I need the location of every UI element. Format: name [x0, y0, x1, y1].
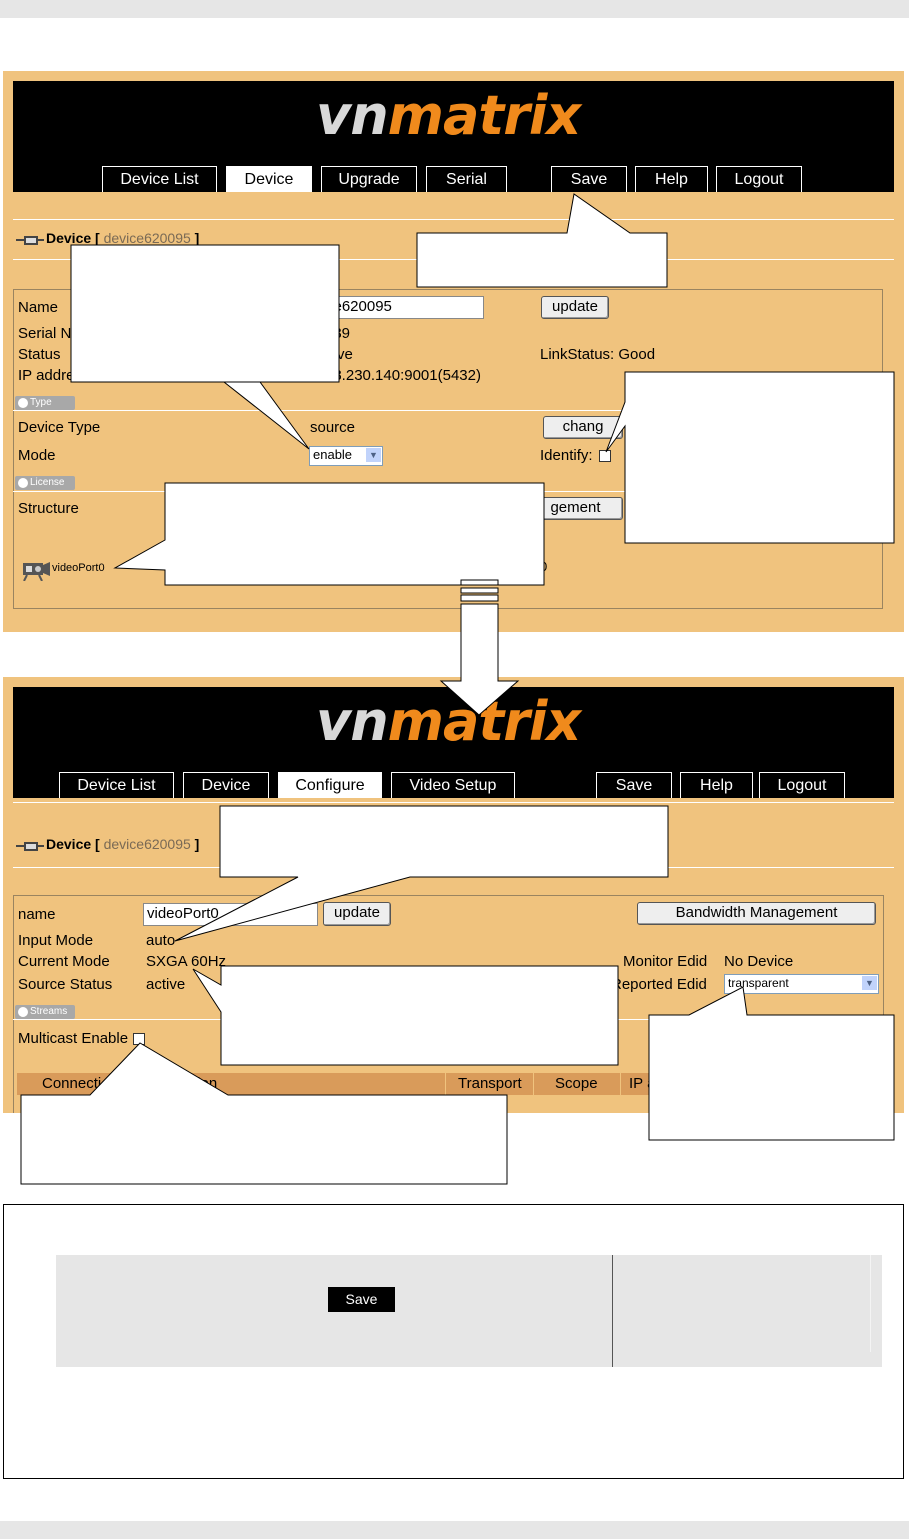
port-info-panel [13, 895, 884, 1113]
current-mode-label: Current Mode [18, 953, 110, 970]
tab-device-list[interactable]: Device List [59, 772, 174, 798]
callout-save [416, 193, 668, 288]
vnmatrix-logo: vnmatrix [316, 690, 581, 753]
name-label: name [18, 906, 56, 923]
identify-checkbox[interactable] [599, 450, 611, 462]
multicast-label: Multicast Enable [18, 1030, 129, 1047]
callout-input-mode [174, 805, 669, 942]
tab-help[interactable]: Help [680, 772, 753, 798]
tab-serial[interactable]: Serial [426, 166, 507, 192]
save-button[interactable]: Save [328, 1287, 395, 1312]
chevron-down-icon: ▼ [862, 976, 877, 990]
vnmatrix-logo: vnmatrix [316, 84, 581, 147]
section-streams: Streams [15, 1005, 75, 1019]
bandwidth-management-button[interactable]: Bandwidth Management [637, 902, 876, 925]
callout-mode [70, 244, 340, 450]
serial-label: Serial N [18, 325, 72, 342]
callout-multicast [20, 1042, 508, 1185]
col-connection: Connectio [42, 1075, 110, 1092]
panel-separator-right [870, 1255, 871, 1352]
videoport-link[interactable]: videoPort0 [52, 562, 105, 574]
link-status: LinkStatus: Good [540, 346, 656, 363]
page-title: Device [ device620095 ] [46, 836, 200, 852]
monitor-edid-value: No Device [724, 953, 794, 970]
monitor-edid-label: Monitor Edid [623, 953, 708, 970]
videoport-icon [17, 559, 51, 582]
tab-logout[interactable]: Logout [759, 772, 845, 798]
update-button[interactable]: update [323, 902, 391, 926]
page-title: Device [ device620095 ] [46, 230, 200, 246]
col-transport: Transport [445, 1073, 533, 1095]
section-type: Type [15, 396, 75, 410]
col-scope: Scope [533, 1073, 620, 1095]
mode-label: Mode [18, 447, 56, 464]
callout-identify [605, 371, 895, 544]
tab-upgrade[interactable]: Upgrade [321, 166, 417, 192]
device-type-label: Device Type [18, 419, 101, 436]
section-license: License [15, 476, 75, 490]
down-arrow [439, 579, 520, 716]
tab-configure[interactable]: Configure [278, 772, 382, 798]
change-button[interactable]: chang [543, 416, 623, 439]
page-footer-strip [0, 1521, 909, 1539]
device-type-value: source [310, 419, 356, 436]
update-button[interactable]: update [541, 296, 609, 319]
device-icon [16, 839, 44, 851]
callout-videoport [113, 482, 545, 586]
panel-separator [612, 1255, 613, 1367]
chevron-down-icon: ▼ [366, 448, 381, 462]
source-status-value: active [146, 976, 186, 993]
divider [13, 219, 894, 220]
tab-device-list[interactable]: Device List [102, 166, 217, 192]
reported-edid-label: Reported Edid [611, 976, 707, 993]
tab-help[interactable]: Help [635, 166, 708, 192]
device-icon [16, 233, 44, 245]
divider [13, 802, 894, 803]
current-mode-value: SXGA 60Hz [146, 953, 227, 970]
status-value: ve [337, 346, 353, 363]
divider [13, 410, 894, 411]
save-example-panel [56, 1255, 882, 1367]
tab-device[interactable]: Device [226, 166, 312, 192]
name-input[interactable]: ce620095 [322, 296, 484, 319]
bandwidth-management-button[interactable]: gement [528, 497, 623, 520]
tab-device[interactable]: Device [183, 772, 269, 798]
callout-reported-edid [648, 986, 895, 1141]
input-mode-value: auto [146, 932, 176, 949]
source-status-label: Source Status [18, 976, 113, 993]
page-header-strip [0, 0, 909, 18]
identify-label: Identify: [540, 447, 593, 464]
name-label: Name [18, 299, 59, 316]
input-mode-label: Input Mode [18, 932, 94, 949]
tab-save[interactable]: Save [551, 166, 627, 192]
mode-select[interactable]: enable▼ [309, 446, 383, 466]
ip-value: 28.230.140:9001(5432) [325, 367, 481, 384]
callout-current-mode [192, 965, 619, 1066]
tab-video-setup[interactable]: Video Setup [391, 772, 515, 798]
tab-save[interactable]: Save [596, 772, 672, 798]
ip-label: IP addre [18, 367, 75, 384]
tab-logout[interactable]: Logout [716, 166, 802, 192]
status-label: Status [18, 346, 61, 363]
structure-label: Structure [18, 500, 79, 517]
screenshot-configure-page: vnmatrix Device List Device Configure Vi… [3, 677, 904, 1113]
